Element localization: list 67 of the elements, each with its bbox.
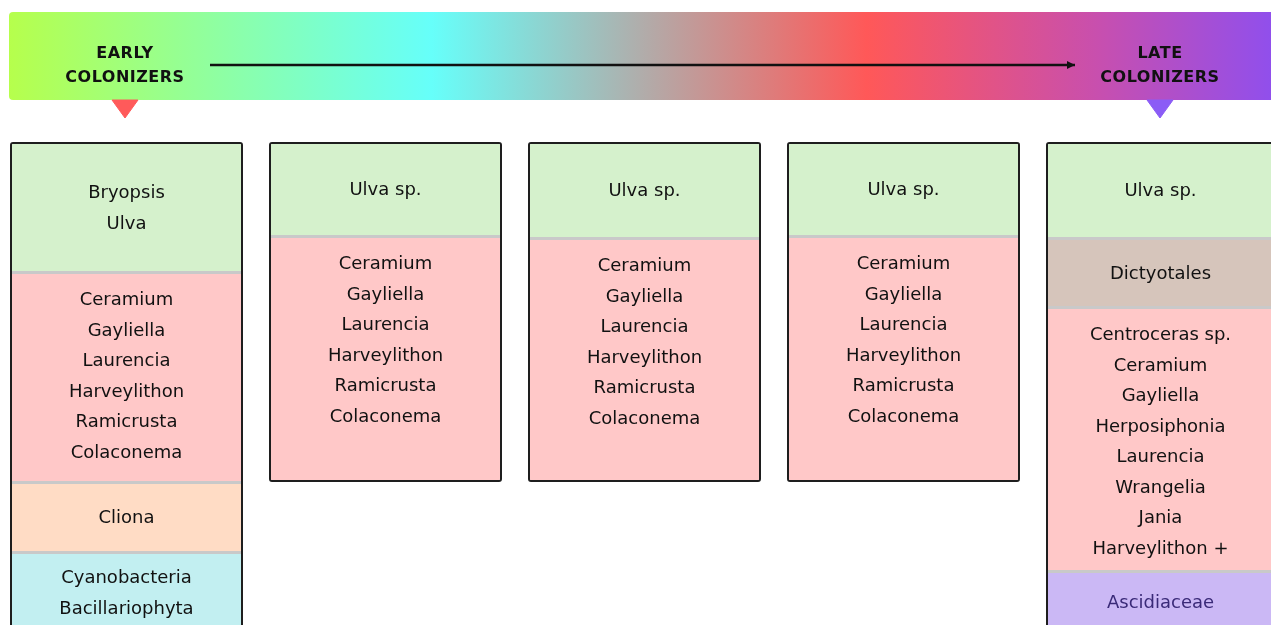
taxon-name: Ceramium <box>1113 352 1208 377</box>
taxon-name: Colaconema <box>70 439 183 464</box>
taxon-name: Ascidiaceae <box>1106 589 1215 614</box>
taxa-section <box>12 144 241 274</box>
stage-heading: EARLY COLONIZERS <box>40 30 210 100</box>
taxon-name: Ceramium <box>338 251 433 275</box>
taxon-name: Gayliella <box>87 317 166 342</box>
taxon-name: Ulva sp. <box>608 178 681 203</box>
taxa-section <box>530 144 759 240</box>
taxon-name: Ramicrusta <box>593 375 696 399</box>
column-frame <box>10 142 243 625</box>
taxon-name: Ulva sp. <box>867 177 940 202</box>
taxon-name: Ulva <box>106 210 147 235</box>
taxon-name: Herposiphonia <box>1095 413 1226 438</box>
taxon-name: Ceramium <box>597 253 692 277</box>
taxon-name: Ramicrusta <box>334 373 437 397</box>
taxon-name: Ramicrusta <box>852 373 955 397</box>
taxon-name: Colaconema <box>847 403 960 428</box>
taxon-name: Cliona <box>98 505 155 530</box>
taxon-name: Harveylithon <box>68 378 185 403</box>
taxa-section <box>271 144 500 238</box>
taxon-name: Gayliella <box>864 281 943 306</box>
taxon-name: Harveylithon <box>586 344 703 369</box>
taxon-name: Laurencia <box>341 312 430 336</box>
taxon-name: Gayliella <box>1121 383 1200 407</box>
taxon-name: Ulva sp. <box>1124 178 1197 203</box>
taxon-name: Laurencia <box>859 312 948 336</box>
taxa-section <box>12 554 241 625</box>
column-frame <box>787 142 1020 482</box>
taxon-name: Dictyotales <box>1110 260 1211 285</box>
taxa-section <box>1048 573 1271 625</box>
taxa-section <box>789 144 1018 238</box>
taxon-name: Jania <box>1138 505 1183 529</box>
taxon-name: Harveylithon + <box>1092 535 1229 560</box>
taxon-name: Gayliella <box>605 283 684 308</box>
stage-heading: LATE COLONIZERS <box>1075 30 1245 100</box>
taxon-name: Laurencia <box>82 348 171 372</box>
taxa-section <box>530 240 759 480</box>
taxon-name: Ceramium <box>856 251 951 275</box>
taxon-name: Cyanobacteria <box>61 565 192 589</box>
taxa-section <box>12 274 241 484</box>
taxon-name: Ramicrusta <box>75 409 178 433</box>
taxon-name: Colaconema <box>588 405 701 430</box>
taxon-name: Harveylithon <box>845 342 962 367</box>
taxa-section <box>789 238 1018 480</box>
taxon-name: Ceramium <box>79 287 174 311</box>
taxon-name: Bryopsis <box>88 180 165 204</box>
taxon-name: Harveylithon <box>327 342 444 367</box>
taxon-name: Laurencia <box>1116 444 1205 468</box>
taxon-name: Wrangelia <box>1115 474 1206 499</box>
taxa-section <box>271 238 500 480</box>
taxon-name: Colaconema <box>329 403 442 428</box>
column-frame <box>1046 142 1271 625</box>
taxon-name: Ulva sp. <box>349 177 422 202</box>
column-frame <box>528 142 761 482</box>
arrow <box>210 61 1075 69</box>
column-frame <box>269 142 502 482</box>
taxon-name: Centroceras sp. <box>1089 322 1232 346</box>
taxa-section <box>1048 309 1271 573</box>
taxa-section <box>12 484 241 554</box>
taxa-section <box>1048 144 1271 240</box>
pointer-triangle <box>1146 99 1174 119</box>
pointer-triangle <box>111 99 139 119</box>
taxon-name: Laurencia <box>600 314 689 338</box>
taxon-name: Gayliella <box>346 281 425 306</box>
taxa-section <box>1048 240 1271 309</box>
taxon-name: Bacillariophyta <box>59 595 194 620</box>
